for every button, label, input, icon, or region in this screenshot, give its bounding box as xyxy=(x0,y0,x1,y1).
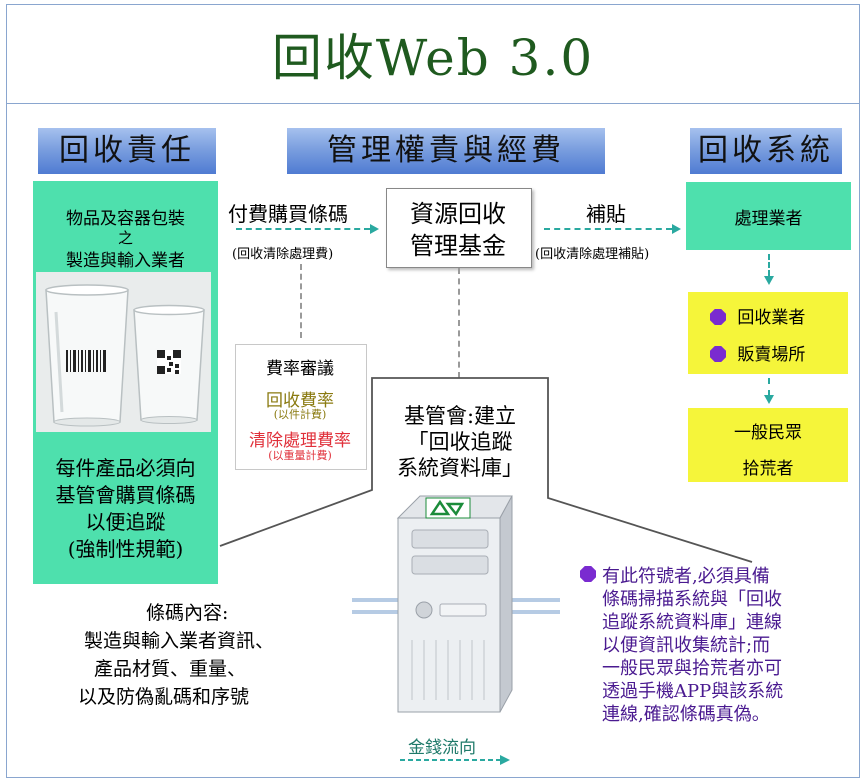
flow-pay-label: 付費購買條碼 xyxy=(228,202,348,226)
scavenger-label: 拾荒者 xyxy=(742,459,794,479)
pay-to-rate-connector xyxy=(300,264,302,338)
obligation-line-4: (強制性規範) xyxy=(67,537,184,561)
header-management: 管理權責與經費 xyxy=(287,128,605,174)
flow-pay-arrow-line xyxy=(236,228,370,230)
legend-arrowhead xyxy=(500,755,510,765)
processor-down-arrowhead xyxy=(764,276,774,285)
database-line-3: 系統資料庫」 xyxy=(397,456,523,480)
processor-box xyxy=(686,182,851,250)
obligation-line-2: 基管會購買條碼 xyxy=(55,483,196,507)
recycling-rate: 回收費率 xyxy=(266,391,334,411)
fund-to-db-connector xyxy=(458,268,460,378)
barcode-content-line-2: 製造與輸入業者資訊、 xyxy=(84,630,275,652)
diagram-frame xyxy=(6,4,860,778)
barcode-content-line-1: 條碼內容: xyxy=(146,602,229,624)
fund-line-1: 資源回收 xyxy=(410,200,506,228)
purple-octagon-icon xyxy=(710,346,726,362)
flow-subsidy-sub: (回收清除處理補貼) xyxy=(535,247,650,262)
disposal-rate-sub: (以重量計費) xyxy=(268,449,332,462)
public-box xyxy=(688,408,848,482)
purple-octagon-icon xyxy=(710,309,726,325)
flow-pay-arrowhead xyxy=(370,224,379,234)
qr-code-icon xyxy=(157,350,181,374)
note-line-2: 條碼掃描系統與「回收 xyxy=(602,589,782,610)
flow-subsidy-arrowhead xyxy=(672,224,681,234)
cups-photo xyxy=(36,272,211,432)
note-line-7: 連線,確認條碼真偽。 xyxy=(602,704,770,725)
database-line-1: 基管會:建立 xyxy=(403,404,517,428)
fund-line-2: 管理基金 xyxy=(410,232,506,260)
flow-subsidy-arrow-line xyxy=(544,228,672,230)
seller-row: 販賣場所 xyxy=(710,340,805,365)
note-line-5: 一般民眾與拾荒者亦可 xyxy=(602,658,782,679)
purple-octagon-icon xyxy=(580,566,596,582)
obligation-line-1: 每件產品必須向 xyxy=(55,456,196,480)
rate-review-box xyxy=(235,344,367,470)
disposal-rate: 清除處理費率 xyxy=(249,431,351,451)
manufacturer-line-3: 製造與輸入業者 xyxy=(66,251,185,271)
recycling-rate-sub: (以件計費) xyxy=(273,408,327,421)
legend-money-flow: 金錢流向 xyxy=(408,738,476,758)
barcode-content-line-4: 以及防偽亂碼和序號 xyxy=(78,686,250,708)
public-label: 一般民眾 xyxy=(734,423,802,443)
header-system: 回收系統 xyxy=(690,128,842,174)
processor-label: 處理業者 xyxy=(734,209,803,229)
rate-review-title: 費率審議 xyxy=(266,359,334,379)
note-line-1: 有此符號者,必須具備 xyxy=(602,566,770,587)
note-line-4: 以便資訊收集統計;而 xyxy=(602,635,771,656)
obligation-line-3: 以便追蹤 xyxy=(85,510,166,534)
page-title: 回收Web 3.0 xyxy=(271,29,595,87)
manufacturer-line-2: 之 xyxy=(117,229,133,247)
flow-pay-sub: (回收清除處理費) xyxy=(232,247,334,262)
processor-down-line xyxy=(768,254,770,276)
fund-box xyxy=(386,188,532,268)
recycler-down-arrowhead xyxy=(764,395,774,404)
title-bar xyxy=(6,4,860,104)
recycler-label: 回收業者 xyxy=(737,308,806,328)
note-line-3: 追蹤系統資料庫」連線 xyxy=(602,612,782,633)
header-responsibility: 回收責任 xyxy=(38,128,216,174)
flow-subsidy-label: 補貼 xyxy=(586,202,626,226)
database-server-icon xyxy=(396,495,513,713)
plastic-cups-image xyxy=(36,272,211,432)
barcode-icon xyxy=(66,350,106,372)
recycler-row: 回收業者 xyxy=(710,303,805,328)
manufacturer-line-1: 物品及容器包裝 xyxy=(66,209,185,229)
note-line-6: 透過手機APP與該系統 xyxy=(602,681,784,702)
barcode-content-line-3: 產品材質、重量、 xyxy=(94,658,247,680)
recycler-down-line xyxy=(768,378,770,396)
seller-label: 販賣場所 xyxy=(737,345,806,365)
database-line-2: 「回收追蹤 xyxy=(407,430,513,454)
recycle-icon xyxy=(425,497,471,519)
